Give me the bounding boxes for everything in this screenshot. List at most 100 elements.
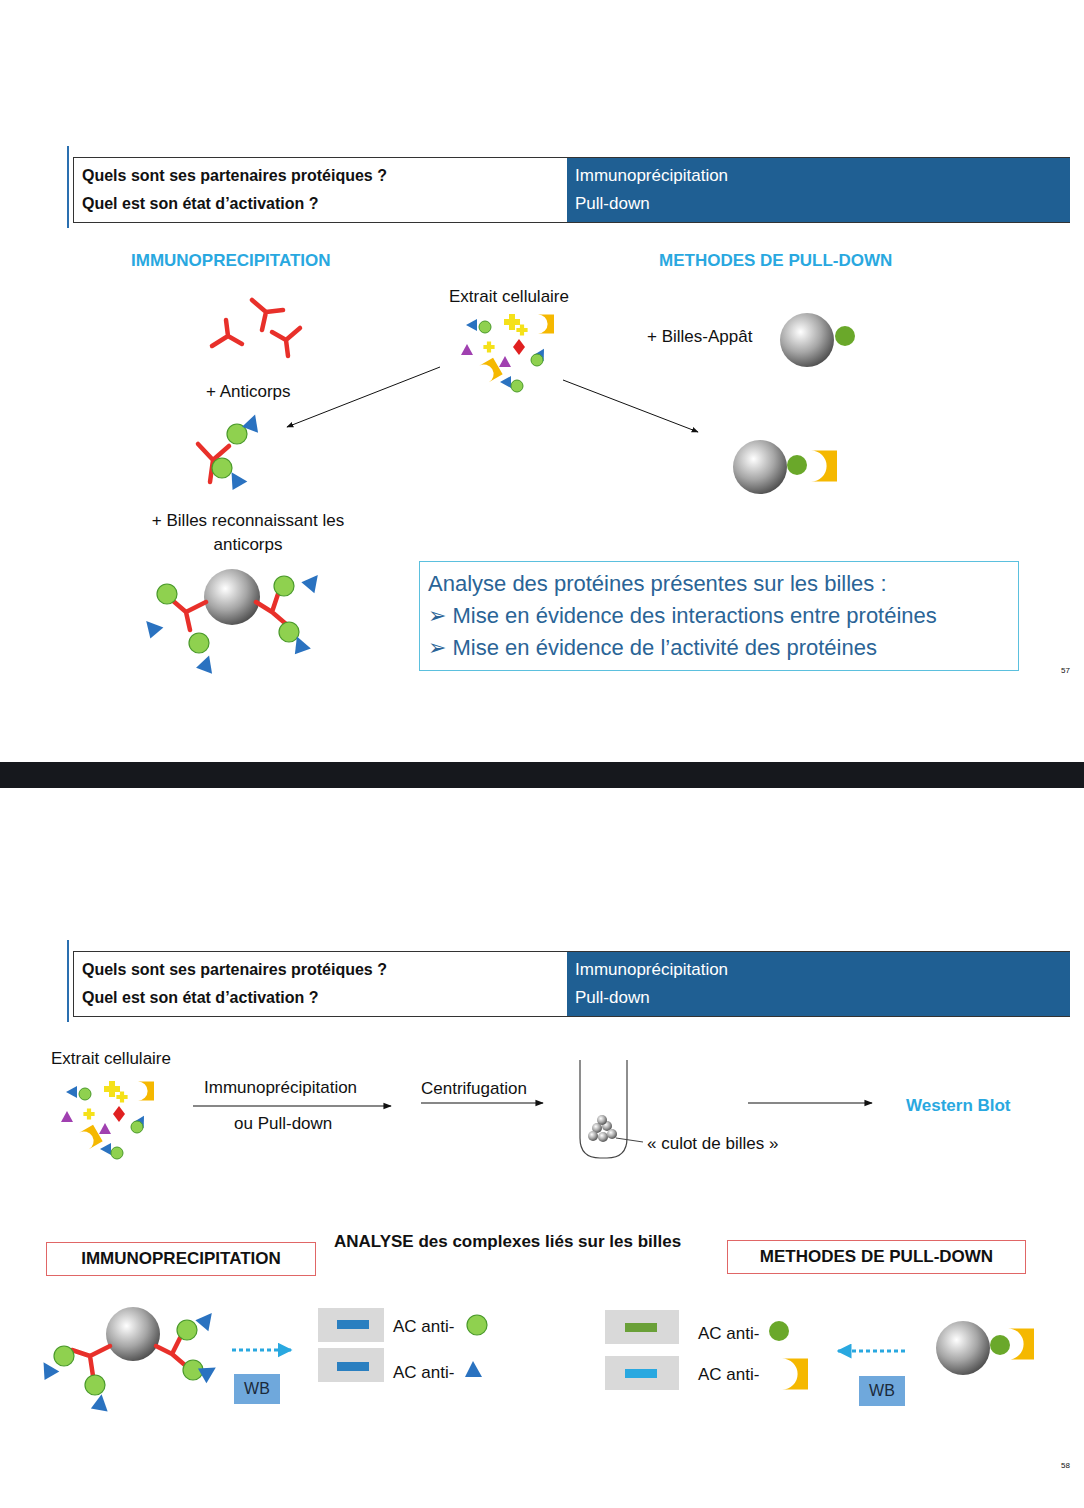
illustration-part xyxy=(252,300,283,330)
illustration-part xyxy=(733,440,787,494)
illustration-part xyxy=(212,320,242,346)
bait-bead-complex xyxy=(936,1321,1034,1375)
pellet-label: « culot de billes » xyxy=(647,1132,778,1156)
illustration-part xyxy=(157,584,177,604)
flow-arrow xyxy=(563,380,698,432)
illustration-part xyxy=(580,1060,627,1158)
illustration-part xyxy=(337,1362,369,1371)
node-text: Quels sont ses partenaires protéiques ? xyxy=(82,956,559,984)
illustration-part xyxy=(177,1320,197,1340)
illustration-part xyxy=(204,569,260,625)
flow-arrow xyxy=(193,1105,391,1106)
illustration-part xyxy=(588,1131,598,1141)
illustration-part xyxy=(225,468,248,490)
step-label: Extrait cellulaire xyxy=(449,285,569,309)
illustration-part xyxy=(318,1308,384,1342)
illustration-part xyxy=(835,326,855,346)
illustration-part xyxy=(598,1132,608,1142)
node-text: ➢ Mise en évidence de l’activité des pro… xyxy=(428,632,1010,664)
illustration-part xyxy=(37,1358,60,1380)
method-cell: ImmunoprécipitationPull-down xyxy=(567,951,1070,1017)
illustration-part xyxy=(782,1358,808,1389)
node-text: Quel est son état d’activation ? xyxy=(82,190,559,218)
illustration-part xyxy=(301,570,324,593)
analysis-title: ANALYSE des complexes liés sur les bille… xyxy=(334,1230,681,1254)
illustration-part xyxy=(242,412,263,433)
illustration-part xyxy=(605,1310,679,1344)
node-text: Immunoprécipitation xyxy=(575,956,1062,984)
illustration-part xyxy=(85,1375,105,1395)
node-text: WB xyxy=(244,1380,270,1398)
section-title: METHODES DE PULL-DOWN xyxy=(659,249,892,273)
illustration-part xyxy=(787,455,807,475)
illustration-part xyxy=(616,1138,643,1142)
illustration-part xyxy=(811,450,837,481)
illustration-part xyxy=(279,622,299,642)
illustration-part xyxy=(289,633,310,654)
illustration-part xyxy=(1008,1328,1034,1359)
bead-antibody-complex xyxy=(140,569,325,674)
node-text: Pull-down xyxy=(575,190,1062,218)
node-text: IMMUNOPRECIPITATION xyxy=(81,1249,281,1269)
illustration-part xyxy=(195,1308,218,1331)
centrifuge-tube xyxy=(580,1060,643,1158)
step-label: Immunoprécipitation xyxy=(204,1076,357,1100)
antibody-label: AC anti- xyxy=(698,1322,759,1346)
illustration-part xyxy=(274,576,294,596)
illustration-part xyxy=(196,653,217,674)
section-title: IMMUNOPRECIPITATION xyxy=(131,249,331,273)
method-cell: ImmunoprécipitationPull-down xyxy=(567,157,1070,223)
illustration-part xyxy=(198,1361,220,1384)
illustration-part xyxy=(272,328,300,356)
illustration-part xyxy=(769,1321,789,1341)
node-text: Immunoprécipitation xyxy=(575,162,1062,190)
accent-bar xyxy=(67,940,69,1022)
antibody-label: AC anti- xyxy=(393,1315,454,1339)
illustration-part xyxy=(990,1335,1010,1355)
node-text: WB xyxy=(869,1382,895,1400)
page-number: 57 xyxy=(1061,665,1070,676)
illustration-part xyxy=(467,1315,487,1335)
node-text: METHODES DE PULL-DOWN xyxy=(760,1247,993,1267)
illustration-part xyxy=(625,1323,657,1332)
node-text: Quel est son état d’activation ? xyxy=(82,984,559,1012)
node-text: Quels sont ses partenaires protéiques ? xyxy=(82,162,559,190)
question-cell: Quels sont ses partenaires protéiques ?Q… xyxy=(73,157,567,223)
illustration-part xyxy=(72,1338,186,1376)
antibody-complex xyxy=(198,412,264,490)
illustration-part xyxy=(140,615,163,638)
page-number: 58 xyxy=(1061,1460,1070,1471)
flow-arrow xyxy=(287,367,440,427)
node-text: ➢ Mise en évidence des interactions entr… xyxy=(428,600,1010,632)
node-text: Pull-down xyxy=(575,984,1062,1012)
illustration-part xyxy=(597,1115,607,1125)
bait-bead xyxy=(780,313,855,367)
illustration-part xyxy=(605,1356,679,1390)
wb-arrow xyxy=(232,1349,291,1352)
illustration-part xyxy=(465,1361,482,1377)
bead-antibody-complex xyxy=(37,1307,221,1411)
illustration-part xyxy=(54,1346,74,1366)
flow-arrow xyxy=(421,1102,543,1103)
illustration-part xyxy=(91,1393,111,1412)
cell-extract xyxy=(461,314,554,392)
illustration-part xyxy=(337,1320,369,1329)
illustration-part xyxy=(625,1369,657,1378)
cell-extract xyxy=(61,1081,154,1159)
step-label: Centrifugation xyxy=(421,1077,527,1101)
flow-arrow xyxy=(748,1102,872,1103)
antibody-label: AC anti- xyxy=(393,1361,454,1385)
illustration-part xyxy=(212,458,232,478)
step-label: Extrait cellulaire xyxy=(51,1047,171,1071)
analysis-callout: Analyse des protéines présentes sur les … xyxy=(419,561,1019,671)
illustration-part xyxy=(780,313,834,367)
wb-tag: WB xyxy=(859,1376,905,1406)
illustration-part xyxy=(106,1307,160,1361)
wb-arrow xyxy=(838,1350,905,1353)
illustration-part xyxy=(936,1321,990,1375)
method-title-box: METHODES DE PULL-DOWN xyxy=(727,1240,1026,1274)
step-label: + Anticorps xyxy=(206,380,291,404)
antibody-target-symbols xyxy=(465,1315,808,1390)
